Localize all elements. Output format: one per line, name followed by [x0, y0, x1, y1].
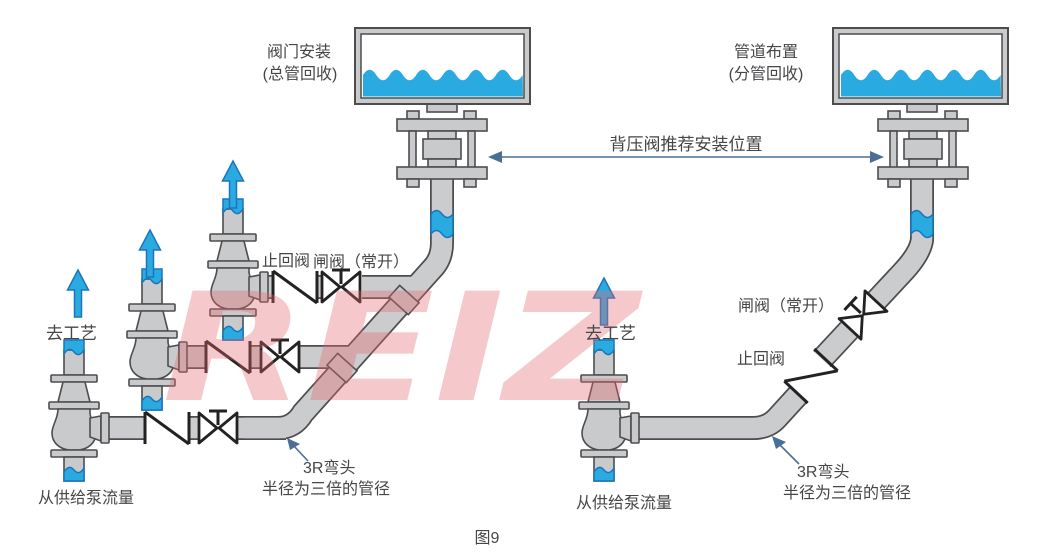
right-title-line1: 管道布置	[734, 43, 798, 61]
right-check-valve-label: 止回阀	[737, 350, 785, 368]
pipe-coupling	[387, 284, 421, 316]
backpressure-position-arrow	[488, 151, 884, 163]
recovery-tank	[354, 27, 531, 105]
left-title-line1: 阀门安装	[267, 43, 331, 61]
right-to-process-label: 去工艺	[585, 324, 636, 343]
left-from-pump-label: 从供给泵流量	[38, 489, 134, 507]
left-title-line2: (总管回收)	[263, 65, 338, 83]
left-elbow-label-line2: 半径为三倍的管径	[262, 480, 390, 498]
recovery-tank	[832, 27, 1009, 105]
reducing-valve	[48, 339, 110, 482]
watermark: REIZ	[162, 262, 644, 436]
right-title-line2: (分管回收)	[729, 65, 804, 83]
figure-caption: 图9	[475, 530, 500, 547]
left-elbow-label-line1: 3R弯头	[303, 459, 355, 477]
backpressure-position-label: 背压阀推荐安装位置	[610, 135, 763, 154]
flow-arrow-icon	[66, 269, 90, 318]
left-to-process-label: 去工艺	[46, 324, 97, 343]
left-check-valve-label: 止回阀	[262, 252, 310, 270]
right-elbow-label-line2: 半径为三倍的管径	[783, 484, 911, 502]
right-elbow-label-line1: 3R弯头	[797, 463, 849, 481]
right-gate-valve-label: 闸阀（常开）	[738, 297, 834, 315]
back-pressure-valve	[877, 110, 969, 188]
left-gate-valve-label: 闸阀（常开）	[313, 253, 409, 271]
right-from-pump-label: 从供给泵流量	[576, 494, 672, 512]
elbow-pointer-left	[287, 438, 309, 462]
back-pressure-valve	[396, 110, 488, 188]
elbow-pointer-right	[772, 436, 800, 465]
pipe-coupling	[325, 352, 359, 384]
